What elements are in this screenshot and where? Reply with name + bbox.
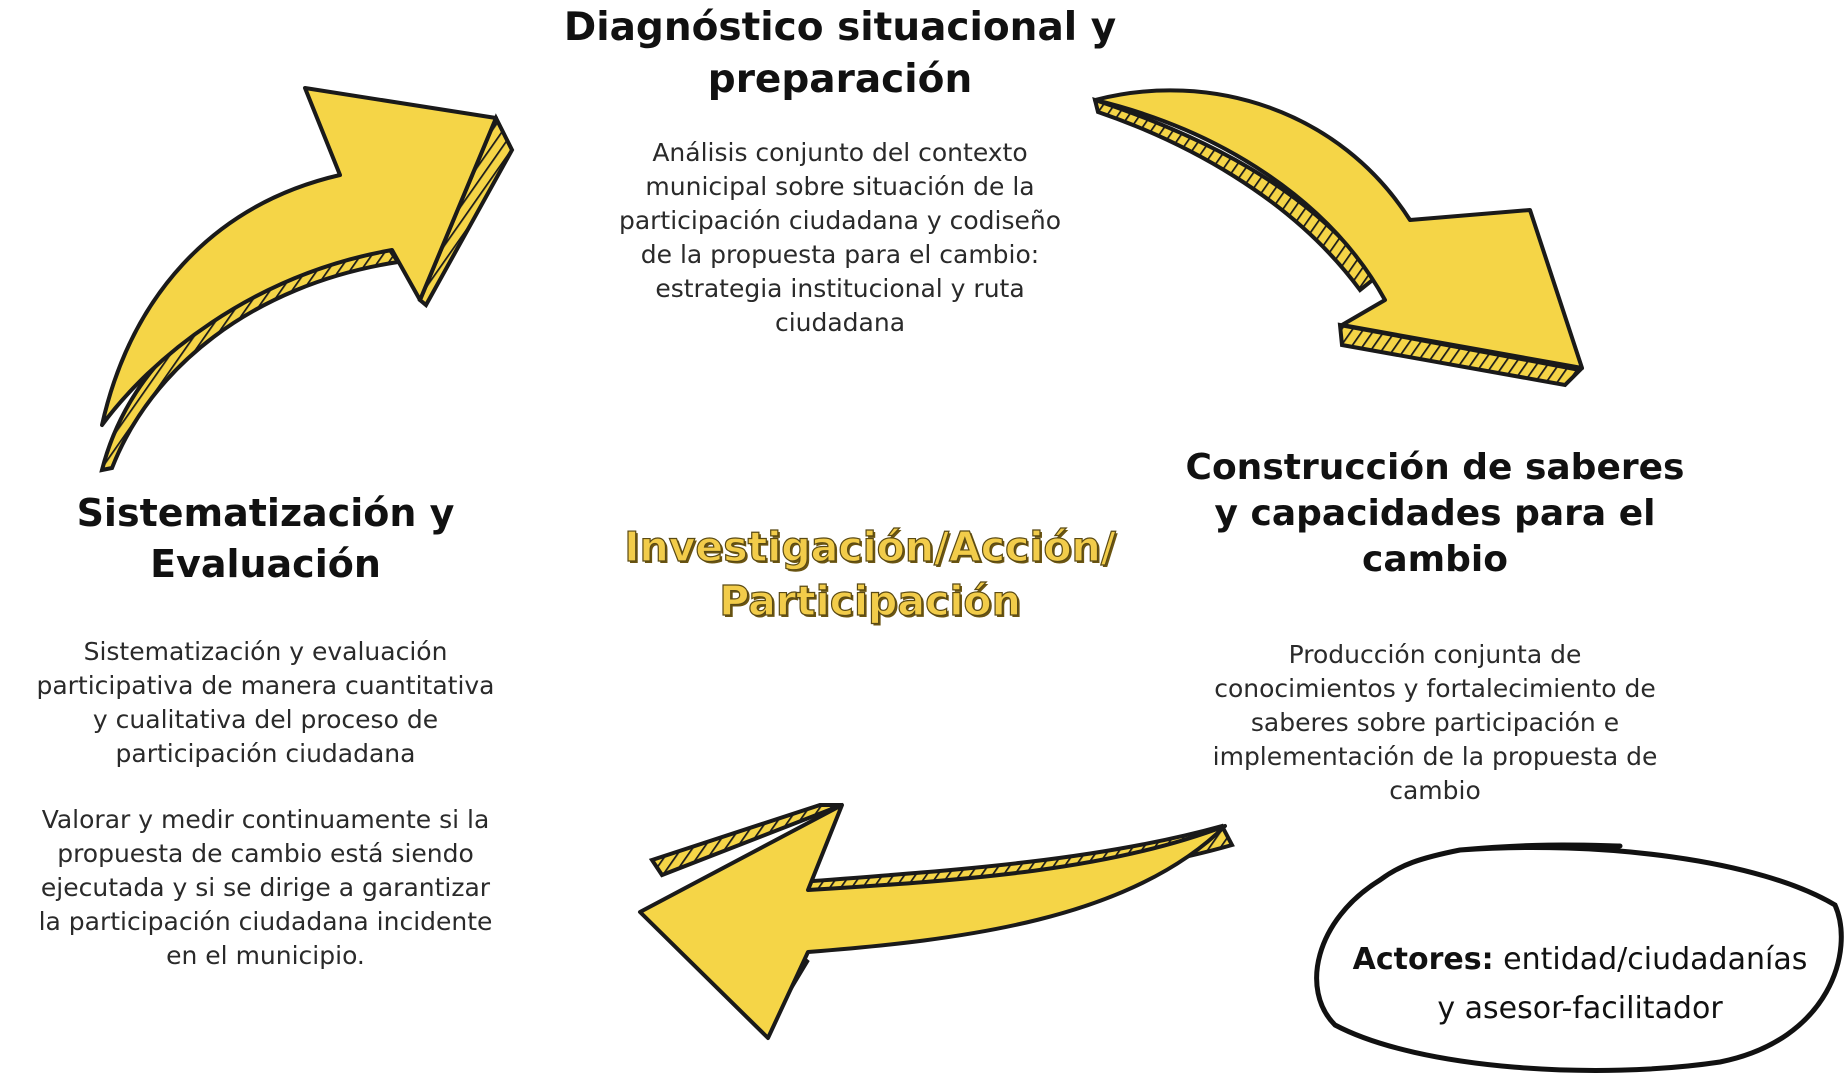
- text-line: participación ciudadana: [115, 739, 416, 768]
- title-line: y capacidades para el: [1214, 493, 1656, 534]
- stage-construccion-description: Producción conjunta de conocimientos y f…: [1180, 638, 1690, 808]
- text-line: municipal sobre situación de la: [645, 172, 1035, 201]
- text-line: Análisis conjunto del contexto: [652, 138, 1028, 167]
- text-line: implementación de la propuesta de: [1212, 742, 1658, 771]
- text-line: Sistematización y evaluación: [83, 637, 448, 666]
- center-title-line: Investigación/Acción/: [624, 522, 1117, 571]
- actors-line: y asesor-facilitador: [1437, 991, 1723, 1026]
- text-line: Producción conjunta de: [1288, 640, 1582, 669]
- text-line: en el municipio.: [166, 941, 365, 970]
- actors-note: Actores: entidad/ciudadanías y asesor-fa…: [1320, 935, 1840, 1033]
- arrow-bottom-body: [638, 803, 1227, 1040]
- arrow-top-right-side: [1092, 96, 1378, 293]
- stage-diagnostico-description: Análisis conjunto del contexto municipal…: [590, 136, 1090, 340]
- stage-sistematizacion-description-2: Valorar y medir continuamente si la prop…: [8, 803, 523, 973]
- stage-construccion-title: Construcción de saberes y capacidades pa…: [1180, 445, 1690, 583]
- text-line: cambio: [1389, 776, 1481, 805]
- text-line: de la propuesta para el cambio:: [640, 240, 1040, 269]
- text-line: participación ciudadana y codiseño: [618, 206, 1062, 235]
- arrow-top-right-body: [1093, 88, 1584, 370]
- stage-diagnostico-title: Diagnóstico situacional y preparación: [540, 2, 1140, 106]
- arrow-bottom: [638, 803, 1235, 1040]
- title-line: Diagnóstico situacional y: [563, 5, 1117, 50]
- arrow-top-left-body: [100, 86, 498, 427]
- stage-diagnostico: Diagnóstico situacional y preparación An…: [540, 2, 1140, 340]
- title-line: Sistematización y: [76, 491, 455, 535]
- text-line: propuesta de cambio está siendo: [57, 839, 474, 868]
- text-line: saberes sobre participación e: [1250, 708, 1620, 737]
- text-line: Valorar y medir continuamente si la: [41, 805, 490, 834]
- title-line: Evaluación: [150, 542, 381, 586]
- actors-ellipse: [1314, 842, 1844, 1073]
- stage-sistematizacion: Sistematización y Evaluación Sistematiza…: [8, 488, 523, 973]
- stage-sistematizacion-description: Sistematización y evaluación participati…: [8, 635, 523, 771]
- text-line: la participación ciudadana incidente: [38, 907, 493, 936]
- text-line: conocimientos y fortalecimiento de: [1214, 674, 1656, 703]
- arrow-top-left: [99, 86, 515, 473]
- stage-sistematizacion-title: Sistematización y Evaluación: [8, 488, 523, 590]
- arrow-top-right: [1092, 88, 1585, 388]
- center-title: Investigación/Acción/ Participación: [580, 520, 1160, 628]
- center-title-line: Participación: [719, 576, 1022, 625]
- actors-label: Actores:: [1352, 942, 1494, 977]
- stage-construccion: Construcción de saberes y capacidades pa…: [1180, 445, 1690, 808]
- text-line: ciudadana: [774, 308, 906, 337]
- text-line: ejecutada y si se dirige a garantizar: [40, 873, 491, 902]
- title-line: preparación: [707, 57, 973, 102]
- title-line: Construcción de saberes: [1185, 447, 1685, 488]
- text-line: participativa de manera cuantitativa: [36, 671, 495, 700]
- title-line: cambio: [1362, 539, 1508, 580]
- text-line: y cualitativa del proceso de: [92, 705, 439, 734]
- text-line: estrategia institucional y ruta: [655, 274, 1025, 303]
- actors-line: entidad/ciudadanías: [1503, 942, 1808, 977]
